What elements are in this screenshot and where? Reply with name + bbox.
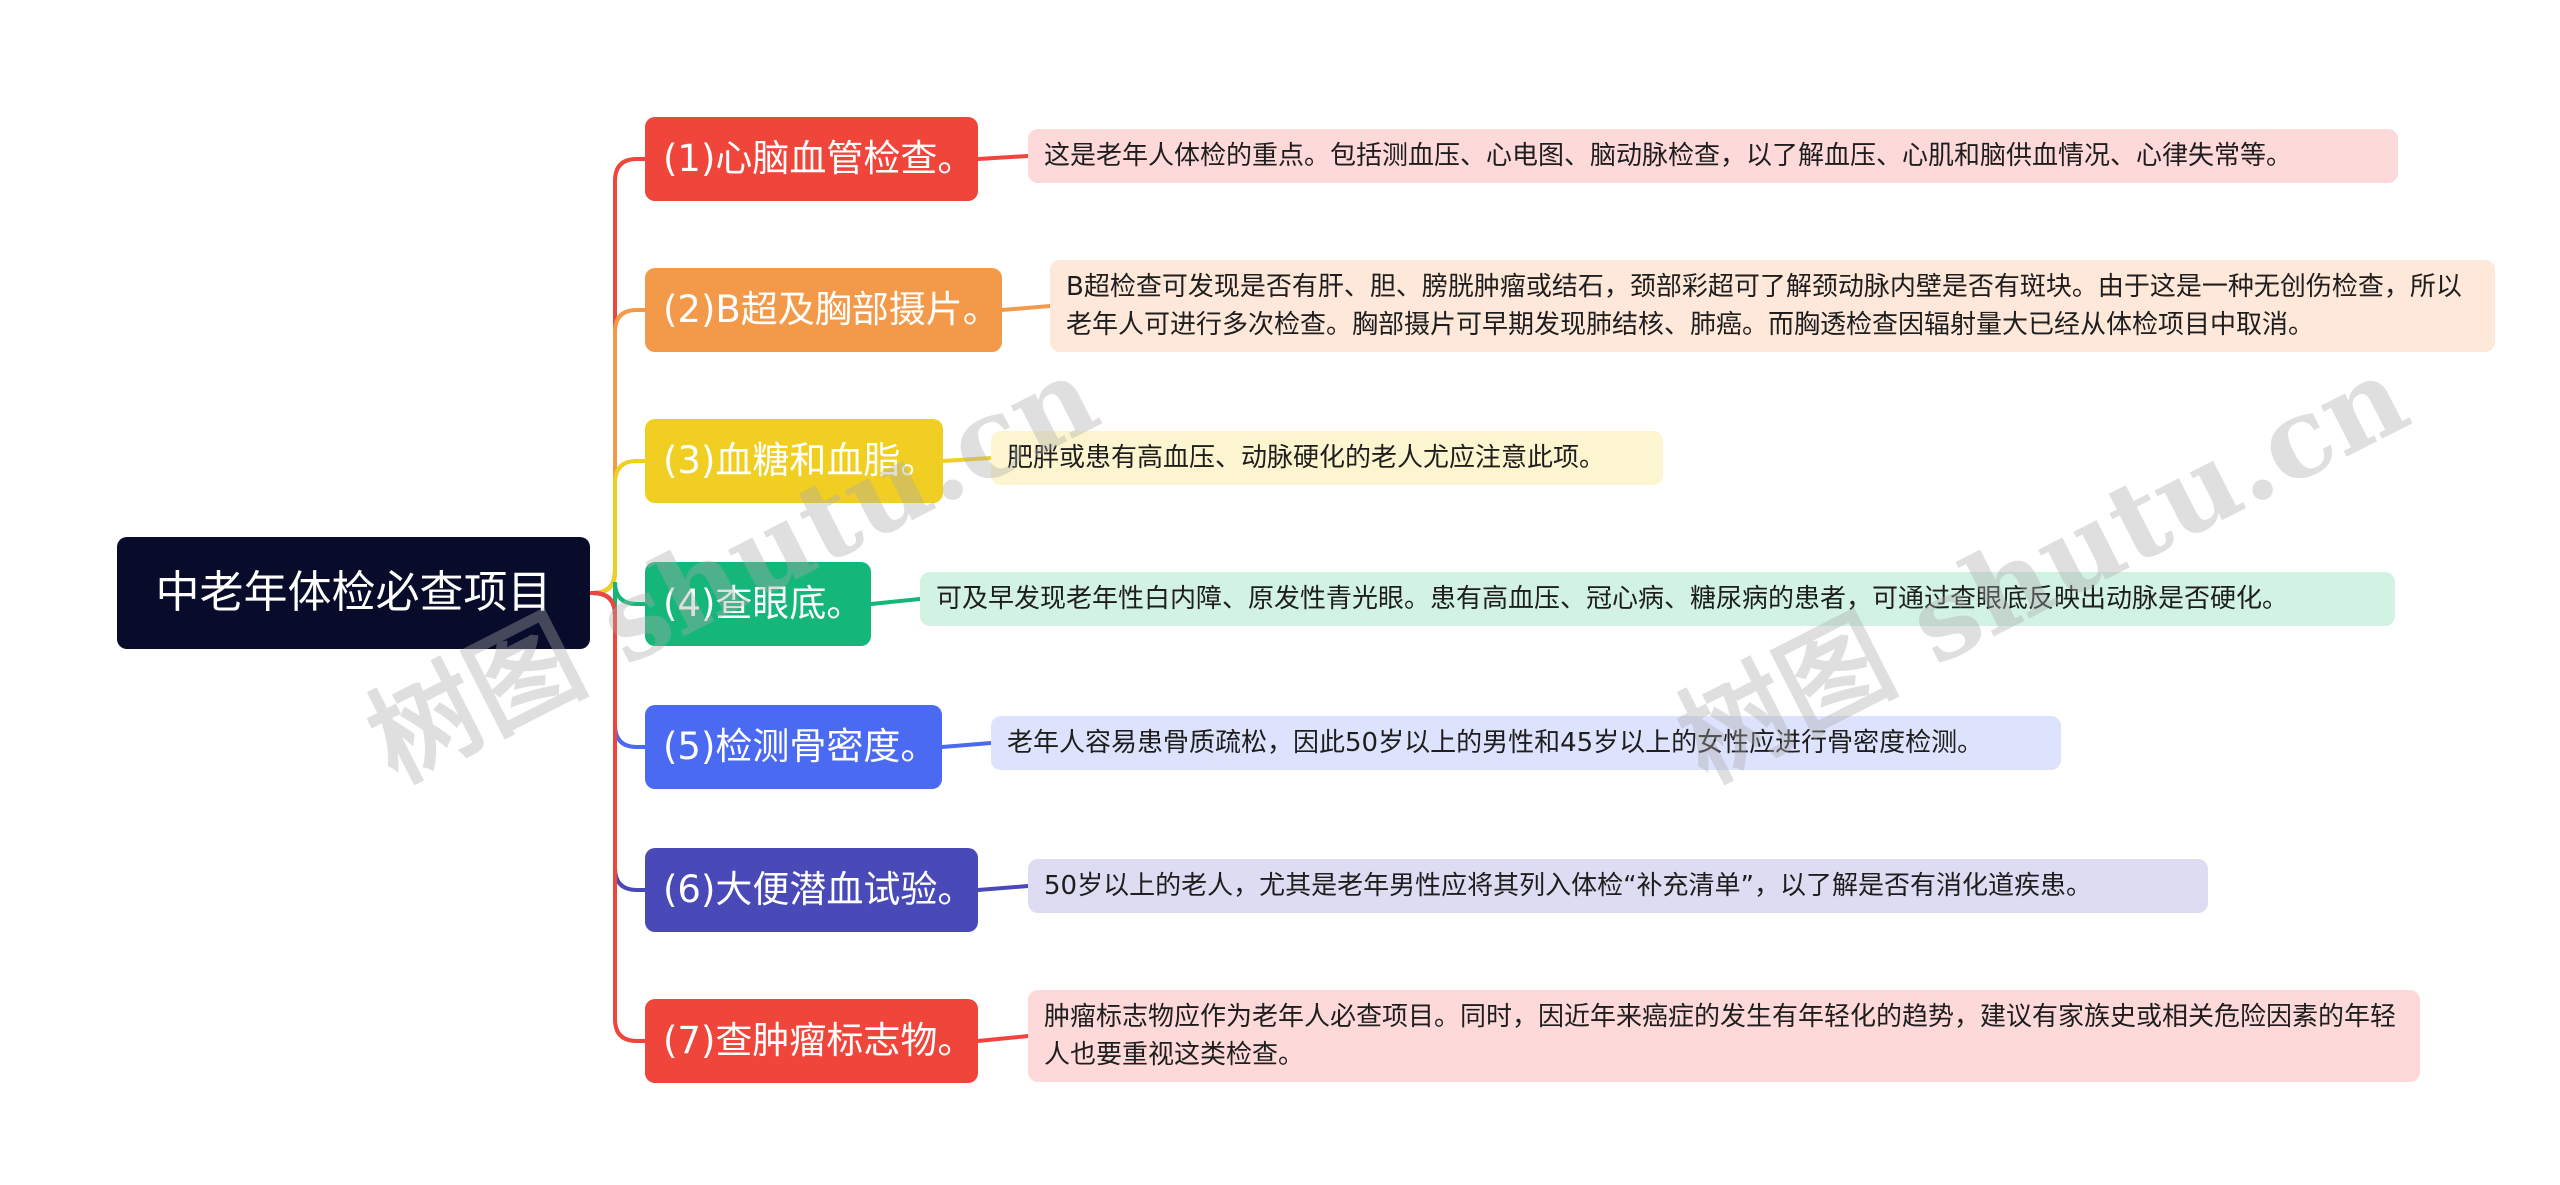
branch-1-description: 这是老年人体检的重点。包括测血压、心电图、脑动脉检查，以了解血压、心肌和脑供血情… (1028, 129, 2398, 183)
root-to-branch-2-line (588, 308, 647, 595)
root-to-branch-7-line (588, 591, 647, 1043)
root-node[interactable]: 中老年体检必查项目 (117, 537, 590, 649)
branch-4-to-description-line (869, 597, 922, 606)
branch-7-description: 肿瘤标志物应作为老年人必查项目。同时，因近年来癌症的发生有年轻化的趋势，建议有家… (1028, 990, 2420, 1082)
branch-3-to-description-line (941, 456, 993, 463)
branch-node-1[interactable]: (1)心脑血管检查。 (645, 117, 978, 201)
branch-7-to-description-line (976, 1034, 1030, 1043)
branch-2-description: B超检查可发现是否有肝、胆、膀胱肿瘤或结石，颈部彩超可了解颈动脉内壁是否有斑块。… (1050, 260, 2495, 352)
branch-1-to-description-line (976, 154, 1030, 161)
branch-node-4[interactable]: (4)查眼底。 (645, 562, 871, 646)
root-to-branch-1-line (588, 157, 647, 595)
root-to-branch-4-line (588, 581, 647, 616)
root-to-branch-6-line (588, 591, 647, 892)
branch-node-3[interactable]: (3)血糖和血脂。 (645, 419, 943, 503)
branch-5-to-description-line (940, 741, 993, 749)
branch-6-description: 50岁以上的老人，尤其是老年男性应将其列入体检“补充清单”，以了解是否有消化道疾… (1028, 859, 2208, 913)
branch-node-2[interactable]: (2)B超及胸部摄片。 (645, 268, 1002, 352)
branch-6-to-description-line (976, 884, 1030, 892)
branch-node-6[interactable]: (6)大便潜血试验。 (645, 848, 978, 932)
branch-5-description: 老年人容易患骨质疏松，因此50岁以上的男性和45岁以上的女性应进行骨密度检测。 (991, 716, 2061, 770)
branch-node-7[interactable]: (7)查肿瘤标志物。 (645, 999, 978, 1083)
branch-node-5[interactable]: (5)检测骨密度。 (645, 705, 942, 789)
root-to-branch-3-line (588, 459, 647, 595)
branch-2-to-description-line (1000, 304, 1052, 312)
branch-4-description: 可及早发现老年性白内障、原发性青光眼。患有高血压、冠心病、糖尿病的患者，可通过查… (920, 572, 2395, 626)
branch-3-description: 肥胖或患有高血压、动脉硬化的老人尤应注意此项。 (991, 431, 1663, 485)
root-to-branch-5-line (588, 591, 647, 749)
